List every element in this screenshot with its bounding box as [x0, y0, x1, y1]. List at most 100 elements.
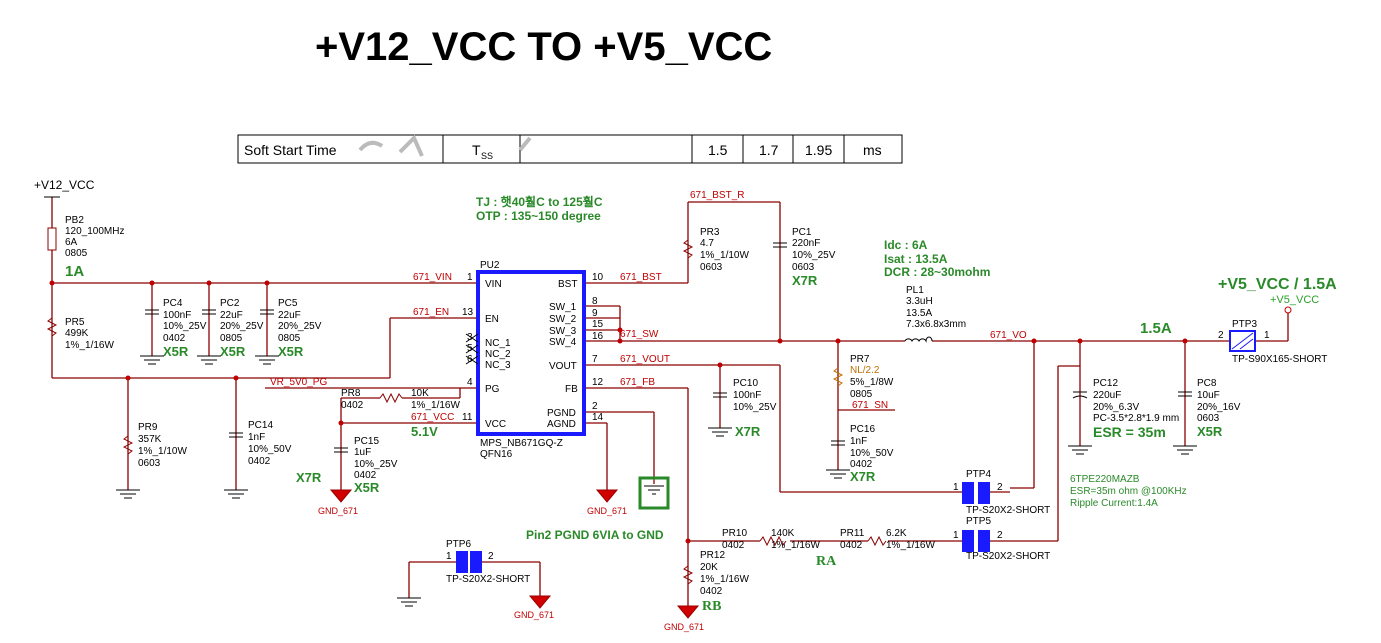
- schematic-label: GND_671: [514, 610, 554, 620]
- schematic-label: 0805: [220, 333, 243, 344]
- schematic-label: 140K: [771, 528, 795, 539]
- schematic-label: 10%_25V: [354, 459, 398, 470]
- ic-pin-num: 11: [462, 412, 473, 423]
- ic-pin-num: 16: [592, 331, 604, 342]
- cap-pc2: PC2 22uF 20%_25V 0805 X5R: [202, 298, 264, 359]
- resistor-pr12: PR12 20K 1%_1/16W 0402: [682, 550, 749, 597]
- ic-pin-name: PGND: [547, 408, 576, 419]
- schematic-label: 1: [953, 530, 959, 541]
- schematic-label: 20%_16V: [1197, 402, 1241, 413]
- schematic-label: PC4: [163, 298, 183, 309]
- ic-pin-name: VIN: [485, 279, 502, 290]
- ic-pin-num: 6: [467, 354, 473, 365]
- schematic-label: 0805: [278, 333, 301, 344]
- schematic-label: PC8: [1197, 378, 1217, 389]
- schematic-label: 0603: [700, 262, 723, 273]
- ic-ref: PU2: [480, 260, 500, 271]
- schematic-label: 1%_1/16W: [886, 540, 935, 551]
- cap-pc5: PC5 22uF 20%_25V 0805 X5R: [260, 298, 322, 359]
- schematic-label: 671_SW: [620, 329, 659, 340]
- schematic-label: 10%_25V: [163, 321, 207, 332]
- ic-pkg: QFN16: [480, 449, 513, 460]
- resistor-pr3: PR3 4.7 1%_1/10W 0603: [682, 227, 749, 273]
- cap-pc12: PC12 220uF 20%_6.3V PC-3.5*2.8*1.9 mm ES…: [1072, 378, 1179, 440]
- inductor-pl1: PL1 3.3uH 13.5A 7.3x6.8x3mm: [904, 285, 966, 343]
- junctions: [49, 280, 1188, 544]
- schematic-label: X7R: [792, 273, 818, 288]
- schematic-label: PC12: [1093, 378, 1118, 389]
- table-cell-typ: 1.7: [759, 142, 779, 158]
- schematic-label: 20%_6.3V: [1093, 402, 1139, 413]
- schematic-label: 1%_1/16W: [771, 540, 820, 551]
- ic-pin-name: NC_3: [485, 360, 511, 371]
- schematic-label: 20%_25V: [278, 321, 322, 332]
- cap-pc10: PC10 100nF 10%_25V X7R: [713, 378, 777, 439]
- ic-part: MPS_NB671GQ-Z: [480, 438, 563, 449]
- schematic-label: 671_SN: [852, 400, 888, 411]
- schematic-label: PC-3.5*2.8*1.9 mm: [1093, 413, 1179, 424]
- ic-pin-name: NC_2: [485, 349, 511, 360]
- schematic-label: NL/2.2: [850, 365, 880, 376]
- ic-pin-num: 1: [467, 272, 473, 283]
- cap-pc16: PC16 1nF 10%_50V 0402 X7R: [831, 424, 894, 484]
- schematic-label: 20%_25V: [220, 321, 264, 332]
- testpoint-ptp5: PTP5 TP-S20X2-SHORT 1 2: [953, 516, 1050, 562]
- schematic-label: 10K: [411, 388, 429, 399]
- schematic-label: PC2: [220, 298, 240, 309]
- net-labels: 671_VIN 671_EN VR_5V0_PG 671_VCC 671_BST…: [270, 190, 1027, 423]
- page-title: +V12_VCC TO +V5_VCC: [315, 25, 772, 69]
- schematic-label: TP-S90X165-SHORT: [1232, 354, 1327, 365]
- ic-pin-num: 12: [592, 377, 604, 388]
- schematic-label: X5R: [163, 344, 189, 359]
- schematic-label: 671_VO: [990, 330, 1027, 341]
- schematic-label: PR10: [722, 528, 747, 539]
- schematic-label: 0603: [1197, 413, 1220, 424]
- schematic-label: X7R: [296, 470, 322, 485]
- schematic-label: 5%_1/8W: [850, 377, 894, 388]
- ic-pin-num: 4: [467, 377, 473, 388]
- rail-v5: +V5_VCC +V5_VCC / 1.5A 1.5A: [1140, 276, 1337, 337]
- ic-pin-name: FB: [565, 384, 578, 395]
- schematic-label: RB: [702, 599, 721, 614]
- ic-pin-num: 9: [592, 308, 598, 319]
- ic-pin-name: SW_2: [549, 314, 577, 325]
- schematic-label: PC10: [733, 378, 758, 389]
- schematic-label: 2: [488, 551, 494, 562]
- schematic-label: PC5: [278, 298, 298, 309]
- ic-pin-name: VOUT: [549, 361, 577, 372]
- schematic-label: 2: [997, 482, 1003, 493]
- schematic-label: 1%_1/16W: [65, 340, 114, 351]
- schematic-label: RA: [816, 554, 837, 569]
- schematic-label: 1%_1/10W: [138, 446, 187, 457]
- schematic-label: ESR=35m ohm @100KHz: [1070, 486, 1187, 497]
- design-notes: TJ : 햇40훨C to 125훨C OTP : 135~150 degree…: [411, 194, 1187, 614]
- schematic-label: 2: [997, 530, 1003, 541]
- schematic-label: 0402: [341, 400, 364, 411]
- schematic-label: PC14: [248, 420, 273, 431]
- schematic-label: 0603: [138, 458, 161, 469]
- ic-pin-num: 10: [592, 272, 604, 283]
- schematic-label: 10%_25V: [792, 250, 836, 261]
- ic-pin-num: 5: [467, 343, 473, 354]
- schematic-label: PTP4: [966, 469, 991, 480]
- schematic-label: PC15: [354, 436, 379, 447]
- schematic-label: DCR : 28~30mohm: [884, 265, 990, 279]
- schematic-label: 671_VOUT: [620, 354, 670, 365]
- schematic-label: GND_671: [587, 506, 627, 516]
- resistor-pr9: PR9 357K 1%_1/10W 0603: [122, 422, 187, 469]
- soft-start-table: Soft Start Time T SS 1.5 1.7 1.95 ms: [237, 134, 903, 164]
- ic-pin-name: VCC: [485, 419, 506, 430]
- schematic-label: 10%_25V: [733, 402, 777, 413]
- schematic-label: 0402: [700, 586, 723, 597]
- output-title: +V5_VCC / 1.5A: [1218, 276, 1337, 293]
- schematic-label: +V12_VCC: [34, 178, 95, 192]
- testpoint-ptp3: PTP3 TP-S90X165-SHORT 2 1: [1218, 319, 1327, 365]
- schematic-label: 100nF: [733, 390, 761, 401]
- schematic-label: 671_BST: [620, 272, 662, 283]
- schematic-label: PL1: [906, 285, 924, 296]
- schematic-label: 0402: [840, 540, 863, 551]
- ic-pin-num: 3: [467, 332, 473, 343]
- schematic-label: PR3: [700, 227, 720, 238]
- cap-pc8: PC8 10uF 20%_16V 0603 X5R: [1178, 378, 1241, 439]
